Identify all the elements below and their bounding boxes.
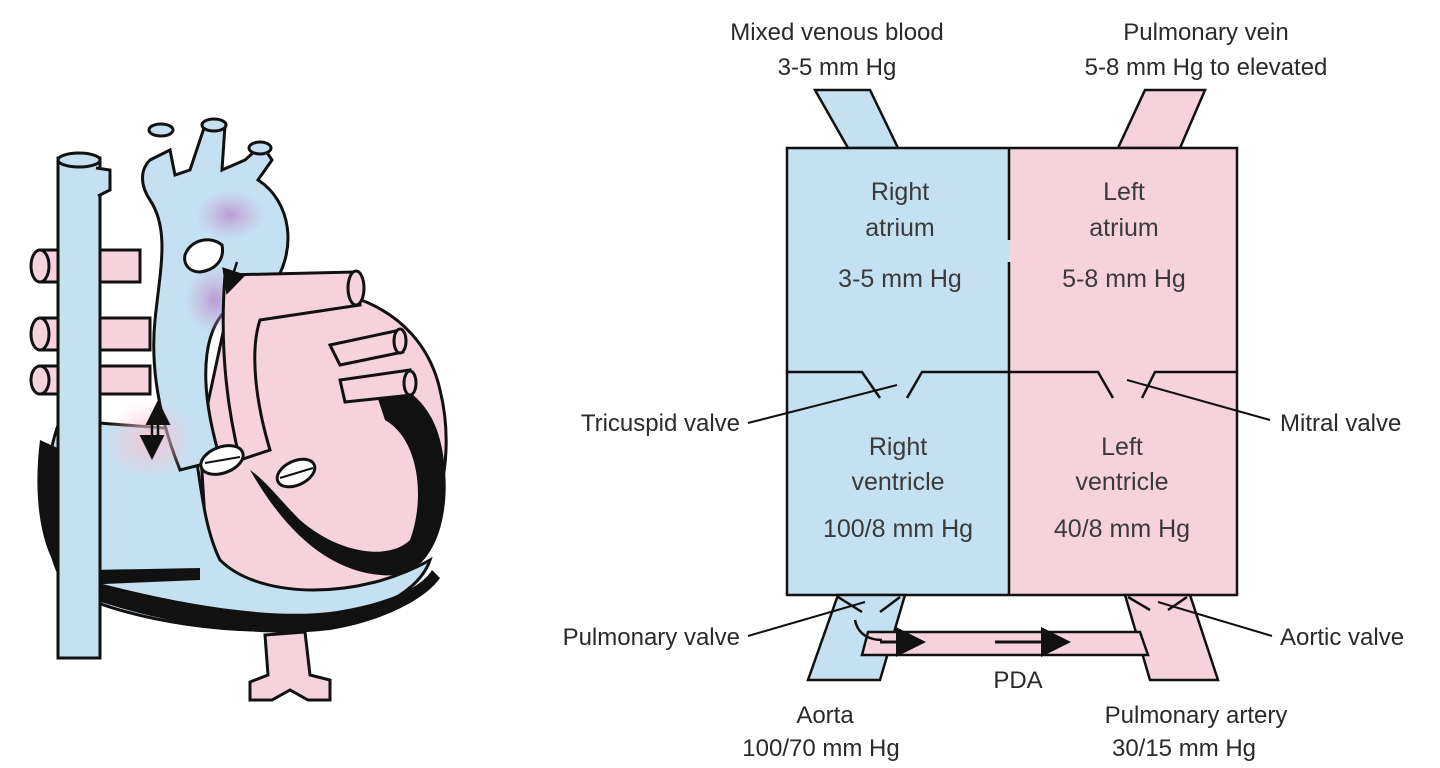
pulmonary-vein-title: Pulmonary vein (1123, 19, 1288, 46)
right-atrium-pressure: 3-5 mm Hg (838, 265, 962, 293)
mixed-venous-inflow (812, 88, 900, 150)
mixing-region (195, 190, 265, 240)
flow-arrow-down (222, 261, 247, 295)
right-atrium-box (787, 148, 1009, 370)
tricuspid-valve-label: Tricuspid valve (581, 410, 740, 437)
pulmonary-artery-title: Pulmonary artery (1105, 702, 1288, 729)
anatomical-heart-illustration (29, 117, 448, 702)
left-ventricle-line1: Left (1101, 433, 1143, 461)
right-atrium-line1: Right (871, 178, 929, 206)
left-ventricle-box (1009, 370, 1237, 595)
pulmonary-artery-trunk (221, 270, 362, 462)
pulmonary-artery-pressure: 30/15 mm Hg (1112, 735, 1256, 762)
mixed-venous-pressure: 3-5 mm Hg (778, 54, 897, 81)
pulmonary-valve-pointer (747, 601, 866, 637)
aortic-valve-pointer (1157, 601, 1273, 637)
pulmonary-vein-inflow (1116, 88, 1207, 150)
schematic-diagram: Mixed venous blood 3-5 mm Hg Pulmonary v… (563, 19, 1404, 762)
mitral-pointer (1126, 379, 1271, 421)
aortic-valve-label: Aortic valve (1280, 624, 1404, 651)
left-atrium-line2: atrium (1089, 214, 1158, 242)
left-ventricle-line2: ventricle (1075, 468, 1168, 496)
tricuspid-pointer (747, 384, 898, 424)
aorta-outflow (806, 593, 907, 682)
septum-wall (37, 440, 200, 585)
mixed-venous-title: Mixed venous blood (730, 19, 943, 46)
aorta-pressure: 100/70 mm Hg (742, 735, 899, 762)
right-ventricle-line1: Right (869, 433, 927, 461)
left-atrium-box (1009, 148, 1237, 370)
right-ventricle-box (787, 370, 1009, 595)
pulmonary-valve-label: Pulmonary valve (563, 624, 740, 651)
pda-label: PDA (993, 667, 1042, 694)
right-ventricle-line2: ventricle (851, 468, 944, 496)
aorta-title: Aorta (796, 702, 854, 729)
right-atrium-line2: atrium (865, 214, 934, 242)
left-ventricle-pressure: 40/8 mm Hg (1054, 515, 1190, 543)
right-ventricle-pressure: 100/8 mm Hg (823, 515, 973, 543)
left-atrium-pressure: 5-8 mm Hg (1062, 265, 1186, 293)
pulmonary-vein-pressure: 5-8 mm Hg to elevated (1085, 54, 1328, 81)
superior-vena-cava (56, 151, 112, 660)
ventricular-wall (250, 375, 446, 576)
heart-valves (199, 444, 317, 489)
mitral-valve-label: Mitral valve (1280, 410, 1401, 437)
descending-vessel (248, 630, 332, 702)
left-atrium-line1: Left (1103, 178, 1145, 206)
